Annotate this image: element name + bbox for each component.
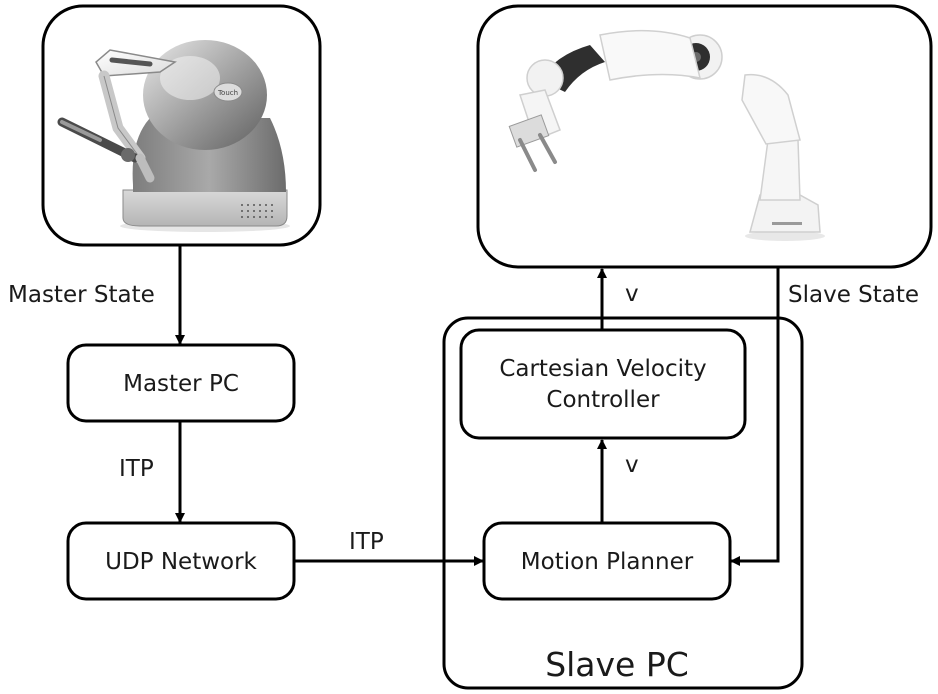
- haptic-device-image: Touch: [57, 40, 290, 232]
- robot-arm-image: [508, 29, 825, 241]
- motion-planner-label: Motion Planner: [521, 549, 694, 575]
- itp-horizontal-label: ITP: [349, 529, 384, 555]
- touch-logo-plate: [213, 82, 243, 102]
- robot-frame: [476, 4, 933, 269]
- velocity-controller-label-line1: Cartesian Velocity: [499, 356, 706, 382]
- slave-state-label: Slave State: [788, 282, 919, 308]
- slave-pc-container: [442, 316, 804, 690]
- velocity-controller-block: [459, 328, 747, 440]
- touch-logo-text: Touch: [217, 89, 238, 97]
- slave-pc-label: Slave PC: [545, 645, 689, 684]
- arrow-slave-state: [730, 267, 780, 566]
- master-state-label: Master State: [8, 282, 155, 308]
- velocity-controller-label-line2: Controller: [546, 387, 660, 413]
- v-to-controller-label: v: [625, 452, 639, 478]
- udp-network-label: UDP Network: [105, 549, 257, 575]
- master-pc-label: Master PC: [123, 371, 239, 397]
- v-to-robot-label: v: [625, 281, 639, 307]
- itp-vertical-label: ITP: [119, 456, 154, 482]
